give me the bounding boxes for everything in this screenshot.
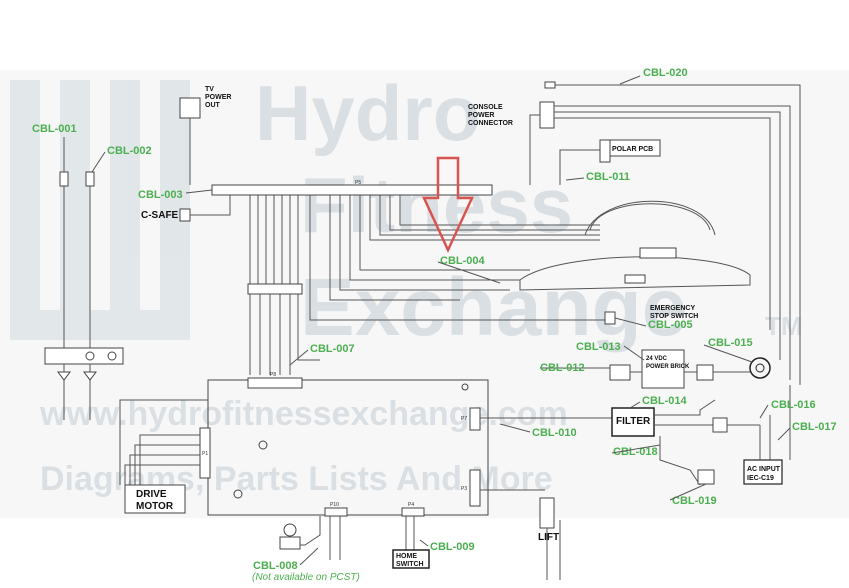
ac-input-line2: IEC-C19 bbox=[747, 475, 774, 482]
cbl-014-label: CBL-014 bbox=[642, 395, 688, 407]
lift-label: LIFT bbox=[538, 532, 559, 543]
cbl-013-label: CBL-013 bbox=[576, 341, 621, 353]
watermark-line1: Hydro bbox=[255, 69, 480, 157]
cbl-007-label: CBL-007 bbox=[310, 343, 355, 355]
cbl-018-label: CBL-018 bbox=[613, 446, 658, 458]
cbl-008-label: CBL-008 bbox=[253, 560, 298, 572]
power-brick-line2: POWER BRICK bbox=[646, 364, 690, 370]
cbl-009-label: CBL-009 bbox=[430, 541, 475, 553]
left-cables bbox=[44, 171, 124, 420]
console-power-line3: CONNECTOR bbox=[468, 120, 513, 127]
cbl-008-note: (Not available on PCST) bbox=[252, 572, 360, 583]
tv-power-line1: TV bbox=[205, 86, 214, 93]
watermark-line2: Fitness bbox=[300, 161, 573, 249]
cbl-017-label: CBL-017 bbox=[792, 421, 837, 433]
cbl-002-label: CBL-002 bbox=[107, 145, 152, 157]
cbl-016-label: CBL-016 bbox=[771, 399, 816, 411]
p4-label: P4 bbox=[408, 502, 414, 508]
p10-label: P10 bbox=[330, 502, 339, 508]
watermark-line3: Exchange bbox=[300, 262, 687, 353]
p5-label: P5 bbox=[355, 180, 361, 186]
cbl-004-label: CBL-004 bbox=[440, 255, 486, 267]
p10-cable bbox=[279, 516, 341, 560]
red-arrow-indicator bbox=[422, 156, 474, 253]
estop-line2: STOP SWITCH bbox=[650, 313, 698, 320]
estop-line1: EMERGENCY bbox=[650, 305, 695, 312]
ac-input-line1: AC INPUT bbox=[747, 466, 781, 473]
filter: FILTER bbox=[611, 399, 760, 486]
cable-labels: CBL-001 CBL-002 CBL-003 CBL-004 CBL-005 … bbox=[32, 67, 837, 583]
cbl-020-label: CBL-020 bbox=[643, 67, 688, 79]
cbl-001-label: CBL-001 bbox=[32, 123, 77, 135]
p7-label: P7 bbox=[461, 416, 467, 422]
polar-pcb: POLAR PCB bbox=[559, 139, 661, 185]
cbl-011-label: CBL-011 bbox=[586, 171, 630, 183]
console-arc bbox=[519, 200, 751, 291]
wire-bundle bbox=[247, 195, 605, 375]
console-power-line1: CONSOLE bbox=[468, 104, 503, 111]
polar-pcb-label: POLAR PCB bbox=[612, 146, 653, 153]
tv-power-line3: OUT bbox=[205, 102, 221, 109]
watermark-tm: TM bbox=[765, 311, 803, 341]
console-power-connector: CONSOLE POWER CONNECTOR bbox=[468, 81, 801, 385]
drive-motor-line2: MOTOR bbox=[136, 501, 174, 512]
ac-input: AC INPUT IEC-C19 bbox=[743, 385, 791, 485]
filter-label: FILTER bbox=[616, 416, 651, 427]
p1-label: P1 bbox=[202, 451, 208, 457]
lift: LIFT bbox=[538, 497, 561, 580]
c-safe-label: C-SAFE bbox=[141, 210, 179, 221]
p3-label: P3 bbox=[461, 486, 467, 492]
p8-label: P8 bbox=[270, 372, 276, 378]
motor-controller: P8 P7 P1 P3 P10 P4 bbox=[199, 372, 620, 517]
leader-lines bbox=[63, 75, 791, 566]
tv-power-line2: POWER bbox=[205, 94, 231, 101]
drive-motor-line1: DRIVE bbox=[136, 489, 167, 500]
drive-motor: DRIVE MOTOR bbox=[119, 399, 208, 514]
c-safe: C-SAFE bbox=[141, 195, 231, 222]
cbl-010-label: CBL-010 bbox=[532, 427, 577, 439]
cbl-003-label: CBL-003 bbox=[138, 189, 183, 201]
home-switch-line2: SWITCH bbox=[396, 561, 424, 568]
cbl-012-label: CBL-012 bbox=[540, 362, 585, 374]
home-switch: HOME SWITCH bbox=[392, 516, 430, 569]
cbl-019-label: CBL-019 bbox=[672, 495, 717, 507]
power-brick: 24 VDC POWER BRICK bbox=[540, 349, 771, 389]
console-power-line2: POWER bbox=[468, 112, 494, 119]
home-switch-line1: HOME bbox=[396, 553, 417, 560]
power-brick-line1: 24 VDC bbox=[646, 356, 668, 362]
tv-power-out: TV POWER OUT bbox=[179, 86, 231, 185]
cbl-015-label: CBL-015 bbox=[708, 337, 753, 349]
cbl-005-label: CBL-005 bbox=[648, 319, 693, 331]
